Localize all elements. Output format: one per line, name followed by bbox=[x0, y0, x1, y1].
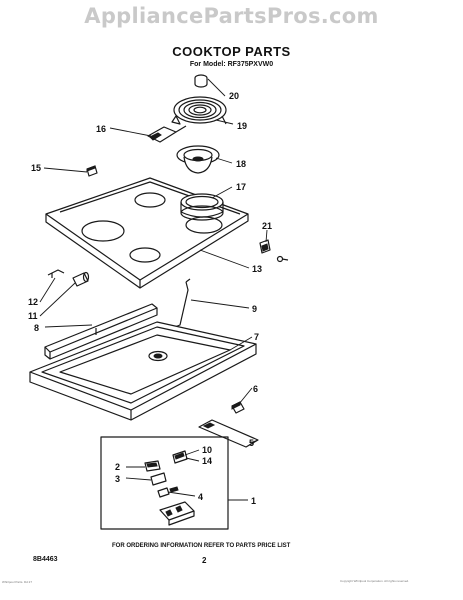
callout-14: 14 bbox=[202, 456, 212, 466]
callout-15: 15 bbox=[31, 163, 41, 173]
callout-21: 21 bbox=[262, 221, 272, 231]
page-title: COOKTOP PARTS bbox=[172, 44, 291, 59]
fine-print-left: Whirlpool Parts. Dd 27 bbox=[2, 580, 33, 584]
fine-print-right: Copyright Whirlpool Corporation. All rig… bbox=[340, 579, 410, 583]
part-7-drawing bbox=[29, 321, 257, 421]
callout-4: 4 bbox=[198, 492, 203, 502]
callout-6: 6 bbox=[253, 384, 258, 394]
ordering-info: FOR ORDERING INFORMATION REFER TO PARTS … bbox=[112, 543, 291, 549]
callout-20: 20 bbox=[229, 91, 239, 101]
part-20-drawing bbox=[194, 74, 208, 88]
part-19-drawing bbox=[171, 96, 227, 125]
callout-18: 18 bbox=[236, 159, 246, 169]
callout-2: 2 bbox=[115, 462, 120, 472]
callout-5: 5 bbox=[249, 438, 254, 448]
callout-10: 10 bbox=[202, 445, 212, 455]
callout-9: 9 bbox=[252, 304, 257, 314]
callout-16: 16 bbox=[96, 124, 106, 134]
watermark: AppliancePartsPros.com bbox=[84, 4, 379, 28]
callout-8: 8 bbox=[34, 323, 39, 333]
part-11-drawing bbox=[72, 271, 90, 287]
part-12-drawing bbox=[47, 269, 65, 278]
callout-1: 1 bbox=[251, 496, 256, 506]
callout-13: 13 bbox=[252, 264, 262, 274]
part-6-drawing bbox=[231, 401, 245, 414]
model-line: For Model: RF375PXVW0 bbox=[189, 61, 274, 68]
part-16-drawing bbox=[147, 125, 187, 143]
part-21-drawing bbox=[259, 239, 289, 263]
diagram-code: 8B4463 bbox=[33, 556, 58, 563]
page-number: 2 bbox=[202, 556, 207, 565]
leader-lines bbox=[39, 78, 268, 501]
callout-17: 17 bbox=[236, 182, 246, 192]
part-8-drawing bbox=[44, 303, 158, 360]
callout-7: 7 bbox=[254, 332, 259, 342]
part-1-drawing bbox=[100, 436, 229, 530]
callout-19: 19 bbox=[237, 121, 247, 131]
part-15-drawing bbox=[86, 165, 98, 177]
callout-3: 3 bbox=[115, 474, 120, 484]
part-9-drawing bbox=[166, 278, 191, 331]
callout-11: 11 bbox=[28, 311, 38, 321]
callout-12: 12 bbox=[28, 297, 38, 307]
part-18-drawing bbox=[176, 145, 220, 174]
